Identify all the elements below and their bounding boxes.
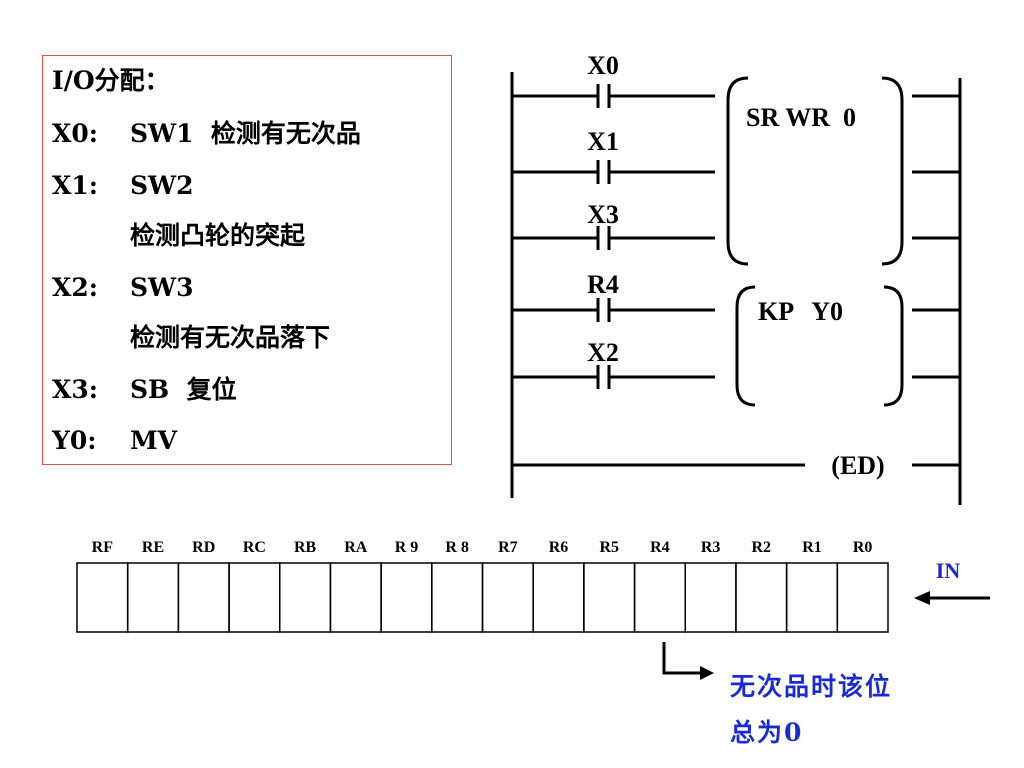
io-row-text: SW1 检测有无次品 [130,119,361,148]
register-cell [431,562,484,633]
io-row-x2: X2: SW3 [52,273,194,303]
sr-block-label: SR WR 0 [746,103,856,132]
register-bit-label: RB [294,539,317,556]
sr-block-right-bracket [881,76,904,266]
register-cell [228,562,281,633]
register-cell [126,562,180,633]
register-bit-label: R 8 [445,539,469,556]
input-arrow-head [914,591,930,605]
io-row-y0: Y0: MV [52,426,177,456]
io-title: I/O分配： [52,66,170,95]
sr-block-left-bracket [726,76,749,266]
register-cell [785,562,839,633]
register-cell [633,562,686,633]
io-row-x1: X1: SW2 [52,171,194,201]
io-row-text: SW3 [130,273,194,302]
io-row-text: 检测凸轮的突起 [130,221,306,250]
register-bit-label: R3 [701,539,721,556]
register-bit-label: RF [92,539,114,556]
register-cell [481,562,534,633]
register-cell [76,562,129,633]
kp-block-left-bracket [735,285,756,407]
register-bit-label: R2 [752,539,772,556]
io-row-text: 检测有无次品落下 [130,323,331,352]
register-bit-label: R7 [498,539,518,556]
register-cell [380,562,433,633]
register-cell [684,562,737,633]
register-bit-label: RA [344,539,368,556]
io-assignment-box [42,55,452,465]
register-cell [532,562,585,633]
register-cell [836,562,889,633]
r4-pointer-arrow-head [700,666,714,680]
register-bit-label: RC [243,539,266,556]
register-bit-label: R4 [650,539,670,556]
io-row-x2-desc: 检测有无次品落下 [52,323,330,353]
io-row-label: Y0: [52,426,97,455]
register-cell [583,562,636,633]
r4-pointer-arrow-line [662,642,702,675]
io-row-x1-desc: 检测凸轮的突起 [52,221,305,251]
register-cell [177,562,230,633]
register-bit-label: R 9 [395,539,419,556]
io-row-x0: X0: SW1 检测有无次品 [52,119,361,149]
register-bit-label: R0 [853,539,873,556]
contact-label: R4 [587,270,619,299]
io-row-text: SB 复位 [130,375,237,404]
contact-label: X2 [587,338,619,367]
contact-label: X1 [587,127,619,156]
register-cell [329,562,382,633]
register-bit-label: R1 [802,539,822,556]
input-label: IN [936,558,961,583]
register-bit-label: R6 [549,539,569,556]
io-row-x3: X3: SB 复位 [52,375,237,405]
register-bit-label: R5 [599,539,619,556]
io-row-text: SW2 [130,171,194,200]
io-row-label: X2: [52,273,99,302]
end-instruction-label: (ED) [831,451,884,480]
kp-block-label: KP Y0 [758,297,843,326]
contact-label: X0 [587,51,619,80]
register-bit-label: RD [192,539,215,556]
register-cell [279,562,332,633]
register-bit-label: RE [142,539,164,556]
io-row-label: X1: [52,171,99,200]
contact-label: X3 [587,200,619,229]
io-row-label: X0: [52,119,99,148]
kp-block-right-bracket [883,285,904,407]
io-row-text: MV [130,426,178,455]
io-row-label: X3: [52,375,99,404]
note-line-1: 无次品时该位 [730,672,893,701]
note-line-2: 总为0 [730,718,804,747]
register-cell [735,562,788,633]
